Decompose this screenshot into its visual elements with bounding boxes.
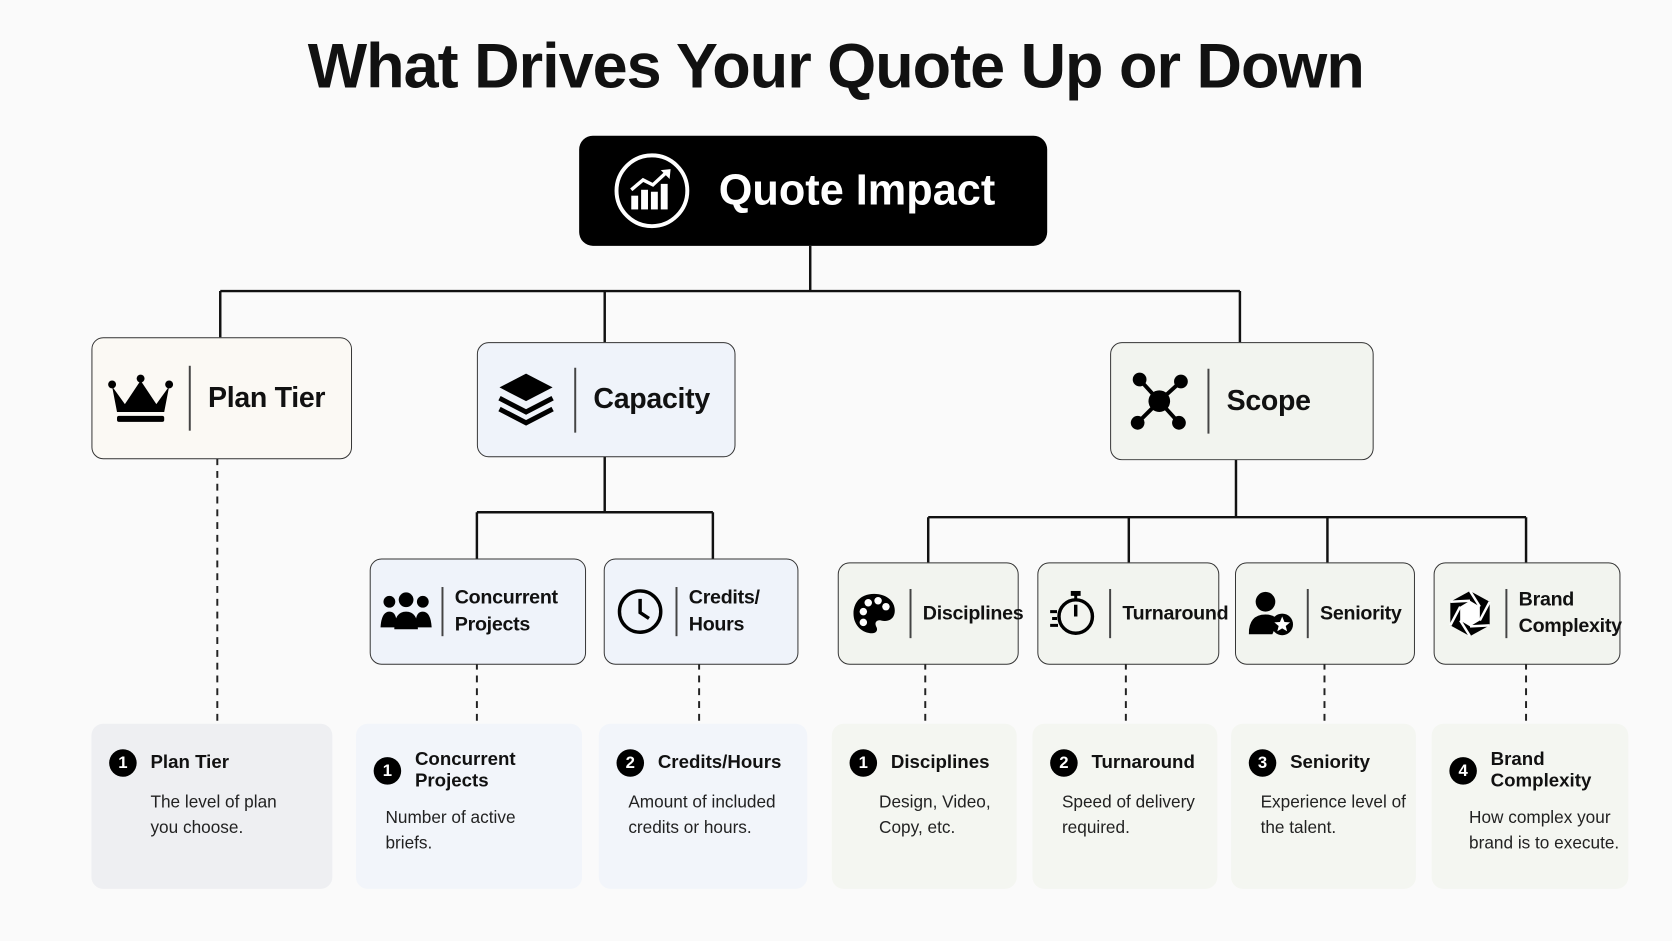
category-label: Capacity xyxy=(593,383,710,415)
subnode-label: Concurrent Projects xyxy=(454,587,558,636)
card-title: Turnaround xyxy=(1091,752,1195,773)
number-badge: 2 xyxy=(1050,749,1078,777)
card-disciplines: 1 Disciplines Design, Video, Copy, etc. xyxy=(831,723,1017,889)
stopwatch-icon xyxy=(1038,590,1109,637)
crown-icon xyxy=(92,373,188,424)
number-badge: 2 xyxy=(616,749,645,777)
subnode-brand-complexity: Brand Complexity xyxy=(1433,562,1622,665)
category-capacity: Capacity xyxy=(476,342,736,458)
number-badge: 1 xyxy=(849,749,878,777)
subnode-label: Brand Complexity xyxy=(1518,588,1622,638)
card-turnaround: 2 Turnaround Speed of delivery required. xyxy=(1032,723,1218,889)
subnode-concurrent-projects: Concurrent Projects xyxy=(369,558,587,665)
root-label: Quote Impact xyxy=(718,166,996,215)
card-description: Speed of delivery required. xyxy=(1061,791,1195,837)
subnode-disciplines: Disciplines xyxy=(837,562,1024,665)
root-node-quote-impact: Quote Impact xyxy=(579,135,1048,246)
card-description: The level of plan you choose. xyxy=(150,791,277,837)
card-title: Brand Complexity xyxy=(1490,749,1592,792)
clock-icon xyxy=(605,587,676,636)
number-badge: 1 xyxy=(373,757,402,785)
subnode-label: Credits/ Hours xyxy=(688,587,760,636)
number-badge: 3 xyxy=(1248,749,1277,777)
network-icon xyxy=(1111,370,1207,433)
card-brand-complexity: 4 Brand Complexity How complex your brand… xyxy=(1431,723,1629,889)
subnode-label: Seniority xyxy=(1320,602,1402,624)
chart-growth-icon xyxy=(614,153,690,229)
card-title: Concurrent Projects xyxy=(414,749,516,792)
connector-lines xyxy=(216,245,1528,724)
category-label: Scope xyxy=(1226,384,1311,417)
card-concurrent-projects: 1 Concurrent Projects Number of active br… xyxy=(355,723,583,889)
card-seniority: 3 Seniority Experience level of the talen… xyxy=(1231,723,1416,889)
card-description: Experience level of the talent. xyxy=(1260,791,1406,837)
card-credits-hours: 2 Credits/Hours Amount of included credit… xyxy=(598,723,808,889)
diagram: What Drives Your Quote Up or Down Quote … xyxy=(91,30,1629,889)
hexagon-icon xyxy=(1435,589,1506,638)
card-description: Design, Video, Copy, etc. xyxy=(879,791,991,837)
subnode-turnaround: Turnaround xyxy=(1037,562,1229,665)
card-title: Seniority xyxy=(1290,752,1371,773)
card-plan-tier: 1 Plan Tier The level of plan you choose. xyxy=(91,723,333,889)
palette-icon xyxy=(839,592,910,635)
card-description: Number of active briefs. xyxy=(385,807,516,853)
category-scope: Scope xyxy=(1110,342,1374,461)
subnode-seniority: Seniority xyxy=(1235,562,1415,665)
number-badge: 1 xyxy=(109,749,137,777)
card-description: How complex your brand is to execute. xyxy=(1469,807,1620,853)
card-description: Amount of included credits or hours. xyxy=(628,791,776,837)
subnode-label: Turnaround xyxy=(1122,602,1229,624)
subnode-label: Disciplines xyxy=(922,602,1024,624)
page-title: What Drives Your Quote Up or Down xyxy=(307,30,1365,102)
card-title: Plan Tier xyxy=(150,752,230,773)
subnode-credits-hours: Credits/ Hours xyxy=(603,558,799,665)
card-title: Disciplines xyxy=(890,752,990,773)
category-plan-tier: Plan Tier xyxy=(91,337,353,460)
card-title: Credits/Hours xyxy=(657,752,782,773)
layers-icon xyxy=(478,369,574,430)
users-icon xyxy=(371,592,442,631)
number-badge: 4 xyxy=(1449,757,1477,785)
user-star-icon xyxy=(1236,591,1307,636)
category-label: Plan Tier xyxy=(207,382,326,414)
